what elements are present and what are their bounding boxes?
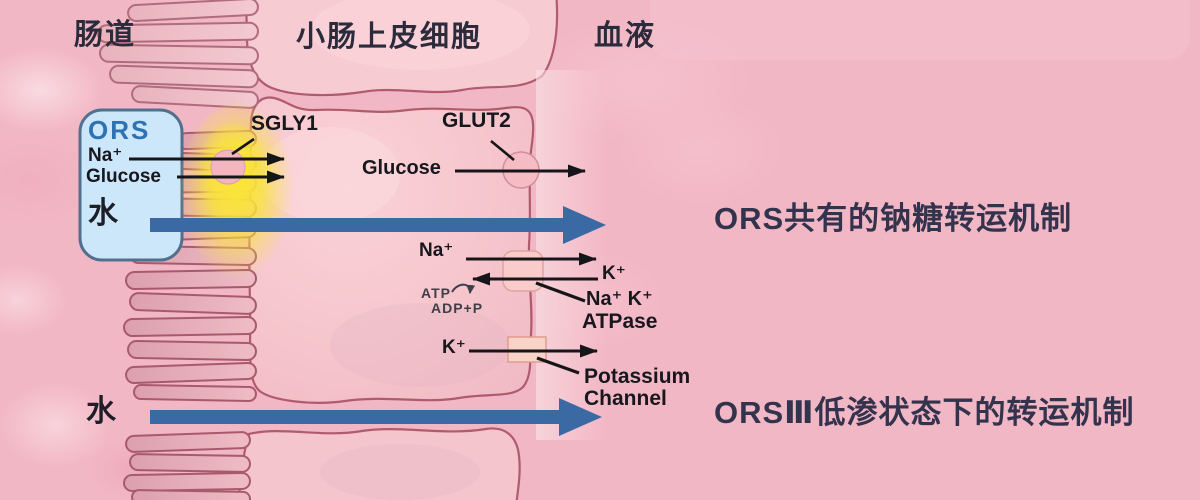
pump-name-line1: Na⁺ K⁺ [586,288,653,310]
atpase-leader [535,281,586,303]
sgly1-leader [231,137,255,156]
glut2-label: GLUT2 [442,109,511,132]
microvilli-bottom [123,431,251,500]
glucose-mid-label: Glucose [362,157,441,179]
atp-adp-curved-arrow [451,283,476,294]
leader-lines [231,137,586,375]
water-bottom-label: 水 [86,395,116,428]
atp-label: ATP [421,285,451,301]
water-arrow-top-icon [150,206,606,244]
na-pump-label: Na⁺ [419,240,454,261]
adp-label: ADP+P [431,300,484,316]
epithelial-cells [237,0,559,500]
channel-leader [536,356,580,375]
k-in-label: K⁺ [442,337,466,358]
glut2-leader [490,139,515,162]
epithelium-label: 小肠上皮细胞 [296,21,483,53]
ors-glucose-label: Glucose [86,166,161,187]
bottom-cell [237,427,521,500]
channel-name-line1: Potassium [584,365,691,388]
channel-name-line2: Channel [584,387,667,410]
ors-box-title: ORS [88,115,151,145]
lumen-label: 肠道 [74,19,137,51]
ors-sodium-label: Na⁺ [88,145,123,166]
solute-arrows [129,152,598,358]
caption-hypotonic-mechanism: ORSⅢ低渗状态下的转运机制 [714,395,1135,430]
blood-pale-band [650,0,1190,60]
sgly1-transporter-icon [210,149,246,185]
sgly1-label: SGLY1 [251,112,318,135]
pump-name-line2: ATPase [582,310,658,333]
blood-label: 血液 [594,20,657,52]
water-arrow-bottom-icon [150,398,602,436]
caption-shared-mechanism: ORS共有的钠糖转运机制 [714,201,1073,236]
k-out-label: K⁺ [602,263,626,284]
microvilli-top [97,0,259,109]
cell-shading [260,0,530,500]
na-k-pump-icon [502,250,544,292]
ors-water-label: 水 [88,197,118,230]
